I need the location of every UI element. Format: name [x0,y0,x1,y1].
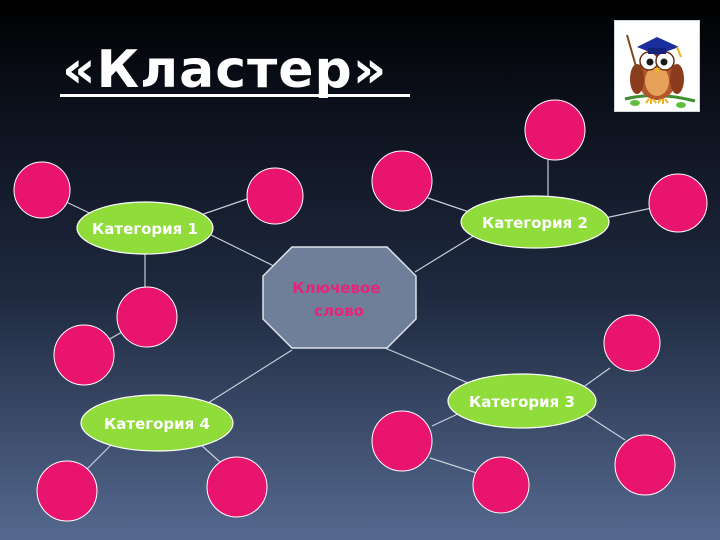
circle-node [206,456,268,518]
connector-category-4-circle [85,443,113,471]
keyword-label: Ключевое слово [292,279,386,320]
title-underline [60,94,410,97]
circle-node [472,456,530,514]
connector-circle-circle [107,331,123,341]
circle-node [13,161,71,219]
satellite-circles [13,99,708,522]
circle-node [246,167,304,225]
circle-node [614,434,676,496]
circle-node [53,324,115,386]
connector-keyword-category-3 [384,347,481,389]
connector-category-3-circle [584,413,626,441]
category-3: Категория 3 [447,373,597,429]
circle-node [36,460,98,522]
connector-keyword-category-2 [414,231,481,273]
category-2: Категория 2 [460,195,610,249]
category-2-label: Категория 2 [482,214,588,232]
connector-category-4-circle [199,443,221,463]
category-4-label: Категория 4 [104,415,210,433]
connector-category-3-circle [581,367,611,389]
circle-node [524,99,586,161]
owl-illustration [624,34,696,108]
category-1: Категория 1 [76,201,214,255]
keyword-line-1: Ключевое [292,279,380,297]
keyword-octagon [262,246,417,349]
circle-node [603,314,661,372]
circle-node [116,286,178,348]
slide-title: «Кластер» [62,40,388,100]
connector-category-2-circle [604,207,653,219]
category-1-label: Категория 1 [92,220,198,238]
category-4: Категория 4 [80,394,234,452]
connector-lines [61,160,653,475]
connector-keyword-category-4 [199,349,293,409]
connector-circle-circle [429,457,481,475]
circle-node [371,410,433,472]
circle-node [371,150,433,212]
owl-teacher-icon [614,20,700,112]
category-3-label: Категория 3 [469,393,575,411]
circle-node [648,173,708,233]
keyword-line-2: слово [314,302,364,320]
